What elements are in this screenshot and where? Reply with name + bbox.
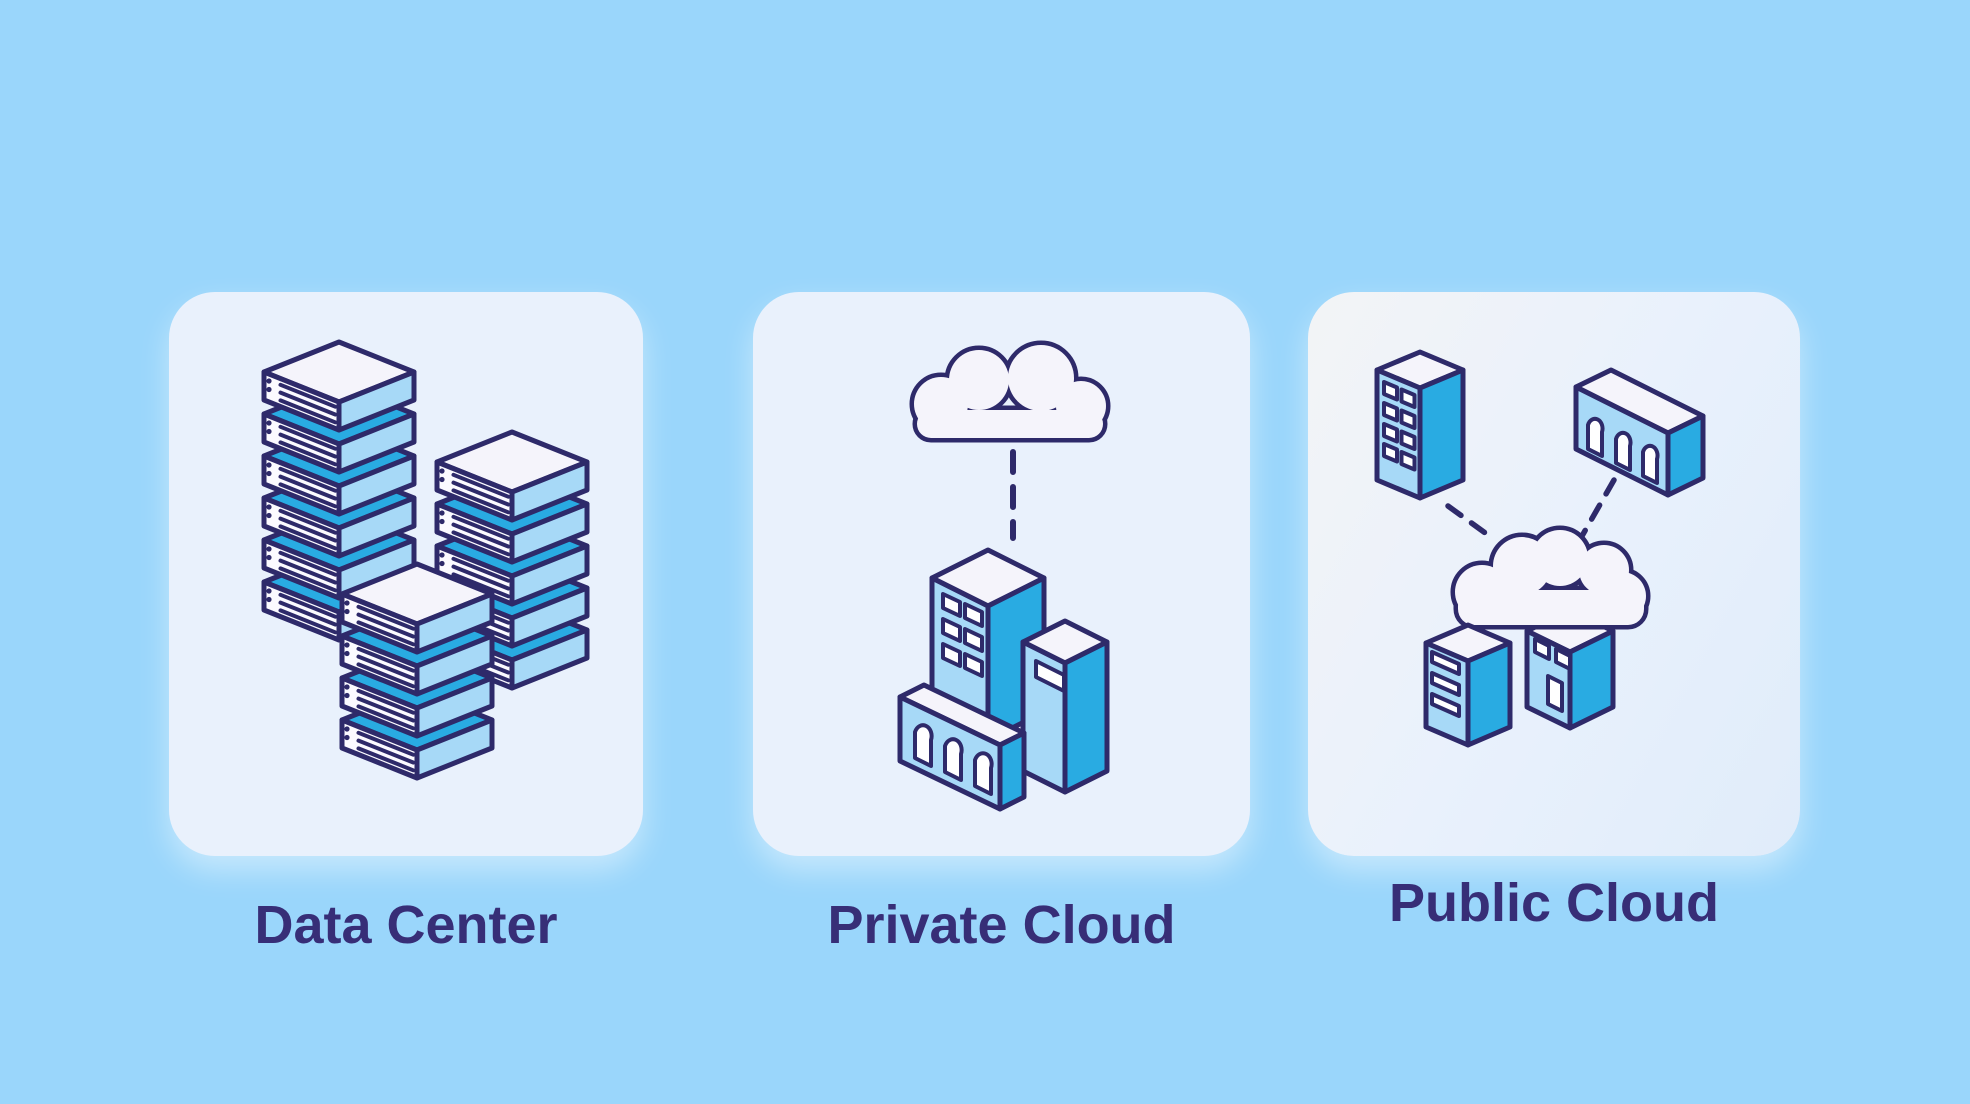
server-stack-front [342, 564, 492, 778]
low-building [897, 682, 1027, 812]
card-label-private-cloud: Private Cloud [827, 895, 1176, 955]
card-public-cloud [1308, 292, 1800, 856]
card-private-cloud [753, 292, 1250, 856]
cloud-network-buildings-icon [1374, 349, 1706, 748]
cloud-connected-buildings-icon [897, 292, 1250, 812]
card-label-data-center: Data Center [254, 895, 558, 955]
card-label-public-cloud: Public Cloud [1389, 873, 1719, 933]
annex-building [1020, 618, 1110, 795]
slat-tower [1423, 622, 1513, 748]
link-tower-to-cloud [1445, 503, 1491, 538]
server-stacks-icon [169, 292, 643, 856]
tall-tower [1374, 349, 1466, 501]
card-group-public-cloud: Public Cloud [1308, 292, 1800, 936]
arch-building [1573, 367, 1706, 498]
card-data-center [169, 292, 643, 856]
link-building-to-cloud [1579, 477, 1617, 539]
office-tower [929, 547, 1047, 743]
cloud-icon [1455, 530, 1646, 625]
card-group-private-cloud: Private Cloud [753, 292, 1250, 958]
card-group-data-center: Data Center [169, 292, 643, 958]
cloud-icon [914, 345, 1106, 438]
